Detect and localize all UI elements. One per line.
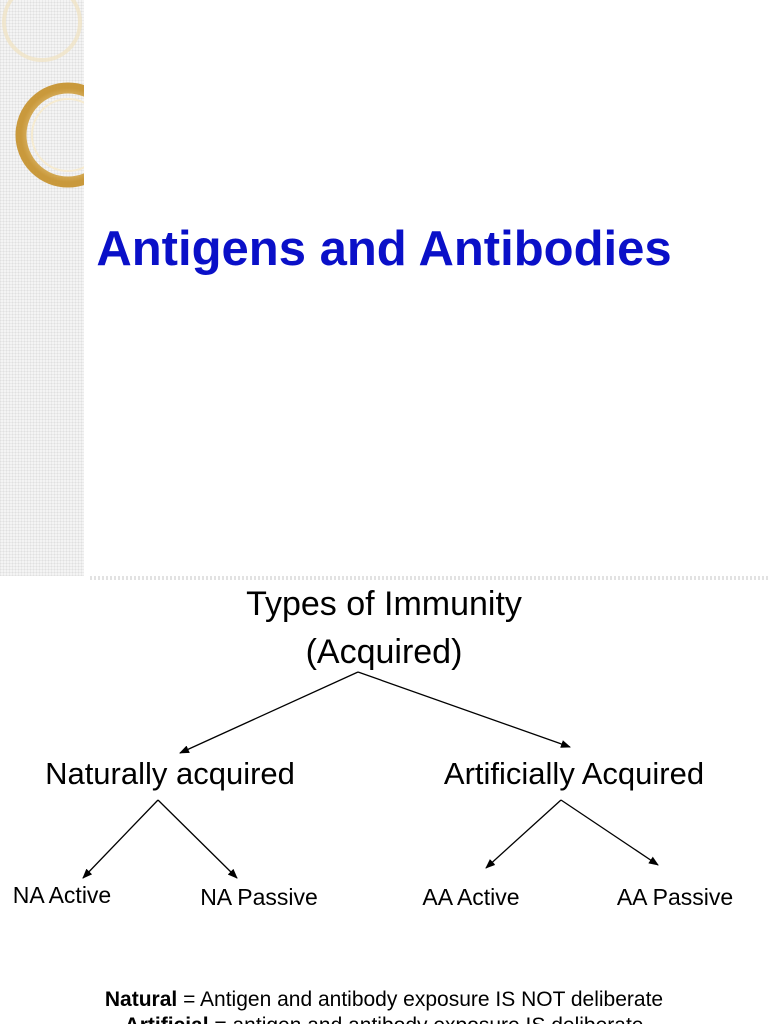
branch-naturally-acquired: Naturally acquired	[45, 756, 295, 791]
leaf-na-passive: NA Passive	[200, 884, 318, 910]
note-artificial-term: Artificial	[125, 1014, 209, 1024]
arrow-artificial-to-aa-passive	[560, 799, 659, 866]
note-natural-term: Natural	[104, 988, 178, 1011]
immunity-diagram-slide: Types of Immunity (Acquired) Naturally a…	[0, 580, 768, 1024]
decorative-rings	[2, 0, 124, 188]
leaf-aa-passive: AA Passive	[616, 884, 734, 910]
note-natural: Natural = Antigen and antibody exposure …	[0, 986, 768, 1014]
arrow-root-to-natural	[179, 671, 359, 754]
leaf-na-active: NA Active	[12, 882, 112, 908]
slide-title: Antigens and Antibodies	[96, 222, 672, 276]
note-natural-definition: = Antigen and antibody exposure IS NOT d…	[177, 988, 664, 1011]
arrow-natural-to-na-passive	[157, 799, 238, 879]
leaf-aa-active: AA Active	[422, 884, 520, 910]
diagram-connectors	[82, 671, 659, 879]
slide-divider	[90, 576, 768, 580]
note-artificial: Artificial = antigen and antibody exposu…	[0, 1012, 768, 1024]
diagram-root-title: Types of Immunity	[246, 585, 522, 623]
diagram-root-subtitle: (Acquired)	[305, 633, 463, 671]
title-slide: Antigens and Antibodies	[0, 0, 672, 576]
branch-artificially-acquired: Artificially Acquired	[443, 756, 705, 791]
arrow-root-to-artificial	[357, 671, 571, 748]
arrow-artificial-to-aa-active	[485, 799, 562, 869]
note-artificial-definition: = antigen and antibody exposure IS delib…	[209, 1014, 643, 1024]
arrow-natural-to-na-active	[82, 799, 159, 879]
